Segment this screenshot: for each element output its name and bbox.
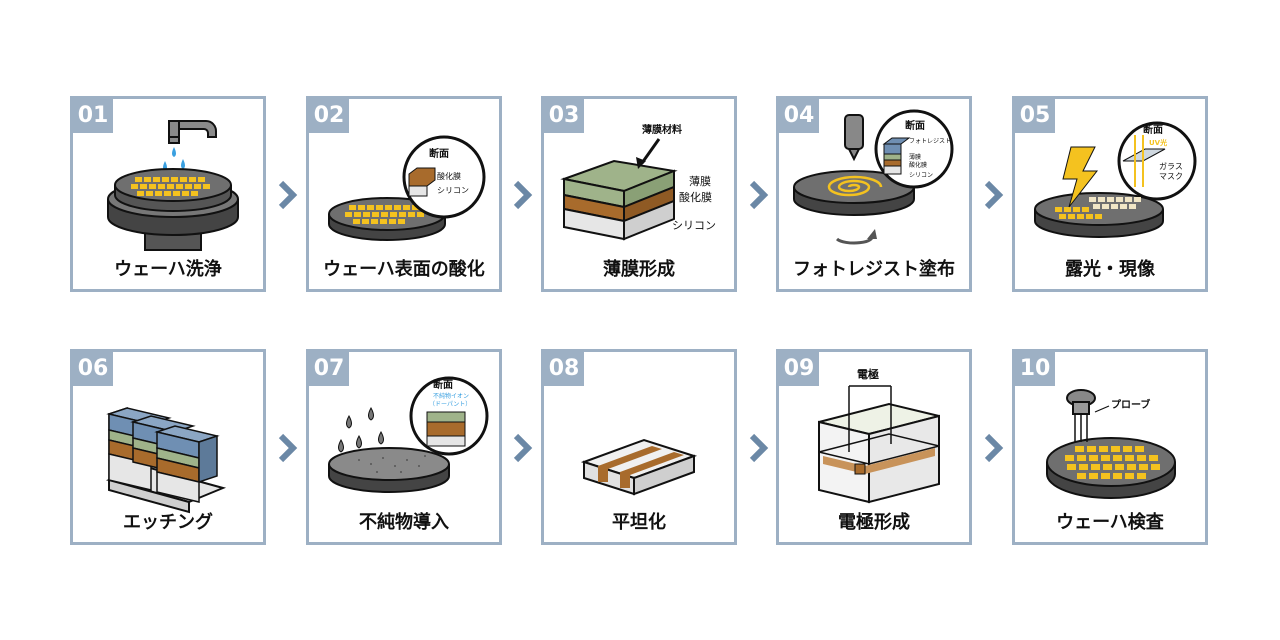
note-oxide-film: 酸化膜 xyxy=(679,190,712,204)
step-title: 不純物導入 xyxy=(359,512,449,533)
note-film-material: 薄膜材料 xyxy=(642,123,682,136)
note-impurity-ions: 不純物イオン xyxy=(433,392,469,400)
step-title: 電極形成 xyxy=(838,512,910,533)
wafer-inspection-illustration: プローブ xyxy=(1046,389,1176,499)
step-card-09: 電極 09 電極形成 xyxy=(776,349,972,545)
note-silicon: シリコン xyxy=(437,186,469,195)
chevron-right-icon xyxy=(984,433,1004,463)
note-cross-section: 断面 xyxy=(905,119,925,132)
surface-oxidation-illustration: 断面 酸化膜 シリコン xyxy=(328,135,486,241)
chevron-right-icon xyxy=(749,433,769,463)
note-cross-section: 断面 xyxy=(1143,123,1163,136)
note-thin-film: 薄膜 xyxy=(909,153,921,161)
note-thin-film: 薄膜 xyxy=(689,174,711,188)
step-number: 03 xyxy=(544,99,584,133)
note-mask: マスク xyxy=(1159,172,1183,181)
note-cross-section: 断面 xyxy=(433,378,453,391)
step-title: 露光・現像 xyxy=(1065,259,1155,280)
step-number: 01 xyxy=(73,99,113,133)
step-title: エッチング xyxy=(123,512,213,533)
note-photoresist: フォトレジスト xyxy=(909,138,951,145)
step-number: 08 xyxy=(544,352,584,386)
step-card-05: 断面 UV光 ガラス マスク 05 露光・現像 xyxy=(1012,96,1208,292)
exposure-development-illustration: 断面 UV光 ガラス マスク xyxy=(1034,121,1197,238)
step-number: 04 xyxy=(779,99,819,133)
step-card-04: 断面 フォトレジスト 薄膜 酸化膜 シリコン 04 フォトレジスト塗布 xyxy=(776,96,972,292)
step-number: 07 xyxy=(309,352,349,386)
chevron-right-icon xyxy=(984,180,1004,210)
chevron-right-icon xyxy=(513,433,533,463)
note-silicon: シリコン xyxy=(909,172,933,179)
step-card-07: 断面 不純物イオン （ドーパント） 07 不純物導入 xyxy=(306,349,502,545)
step-card-03: 薄膜材料 薄膜 酸化膜 シリコン 03 薄膜形成 xyxy=(541,96,737,292)
chevron-right-icon xyxy=(749,180,769,210)
chevron-right-icon xyxy=(513,180,533,210)
step-number: 02 xyxy=(309,99,349,133)
step-number: 10 xyxy=(1015,352,1055,386)
note-cross-section: 断面 xyxy=(429,147,449,160)
step-title: ウェーハ検査 xyxy=(1056,512,1164,533)
thin-film-illustration: 薄膜材料 薄膜 酸化膜 シリコン xyxy=(560,123,716,241)
photoresist-coating-illustration: 断面 フォトレジスト 薄膜 酸化膜 シリコン xyxy=(793,109,954,245)
etching-illustration xyxy=(105,406,227,514)
step-card-02: 断面 酸化膜 シリコン 02 ウェーハ表面の酸化 xyxy=(306,96,502,292)
step-card-06: 06 エッチング xyxy=(70,349,266,545)
note-uv-light: UV光 xyxy=(1149,138,1167,147)
step-card-01: 01 ウェーハ洗浄 xyxy=(70,96,266,292)
step-card-08: 08 平坦化 xyxy=(541,349,737,545)
step-title: フォトレジスト塗布 xyxy=(793,259,955,280)
note-dopant: （ドーパント） xyxy=(429,401,471,408)
note-glass: ガラス xyxy=(1159,161,1183,171)
step-number: 09 xyxy=(779,352,819,386)
chevron-right-icon xyxy=(278,180,298,210)
note-oxide-film: 酸化膜 xyxy=(909,161,927,169)
step-number: 05 xyxy=(1015,99,1055,133)
step-title: ウェーハ洗浄 xyxy=(114,259,222,280)
step-title: 薄膜形成 xyxy=(603,259,675,280)
impurity-doping-illustration: 断面 不純物イオン （ドーパント） xyxy=(328,376,489,493)
step-title: 平坦化 xyxy=(612,512,666,533)
note-oxide-film: 酸化膜 xyxy=(437,171,461,181)
step-number: 06 xyxy=(73,352,113,386)
note-probe: プローブ xyxy=(1111,398,1150,411)
wafer-cleaning-illustration xyxy=(107,120,239,251)
planarization-illustration xyxy=(580,438,698,496)
chevron-right-icon xyxy=(278,433,298,463)
electrode-formation-illustration: 電極 xyxy=(818,367,940,504)
note-electrode: 電極 xyxy=(857,367,879,381)
step-title: ウェーハ表面の酸化 xyxy=(323,259,485,280)
note-silicon: シリコン xyxy=(672,219,716,232)
step-card-10: プローブ 10 ウェーハ検査 xyxy=(1012,349,1208,545)
